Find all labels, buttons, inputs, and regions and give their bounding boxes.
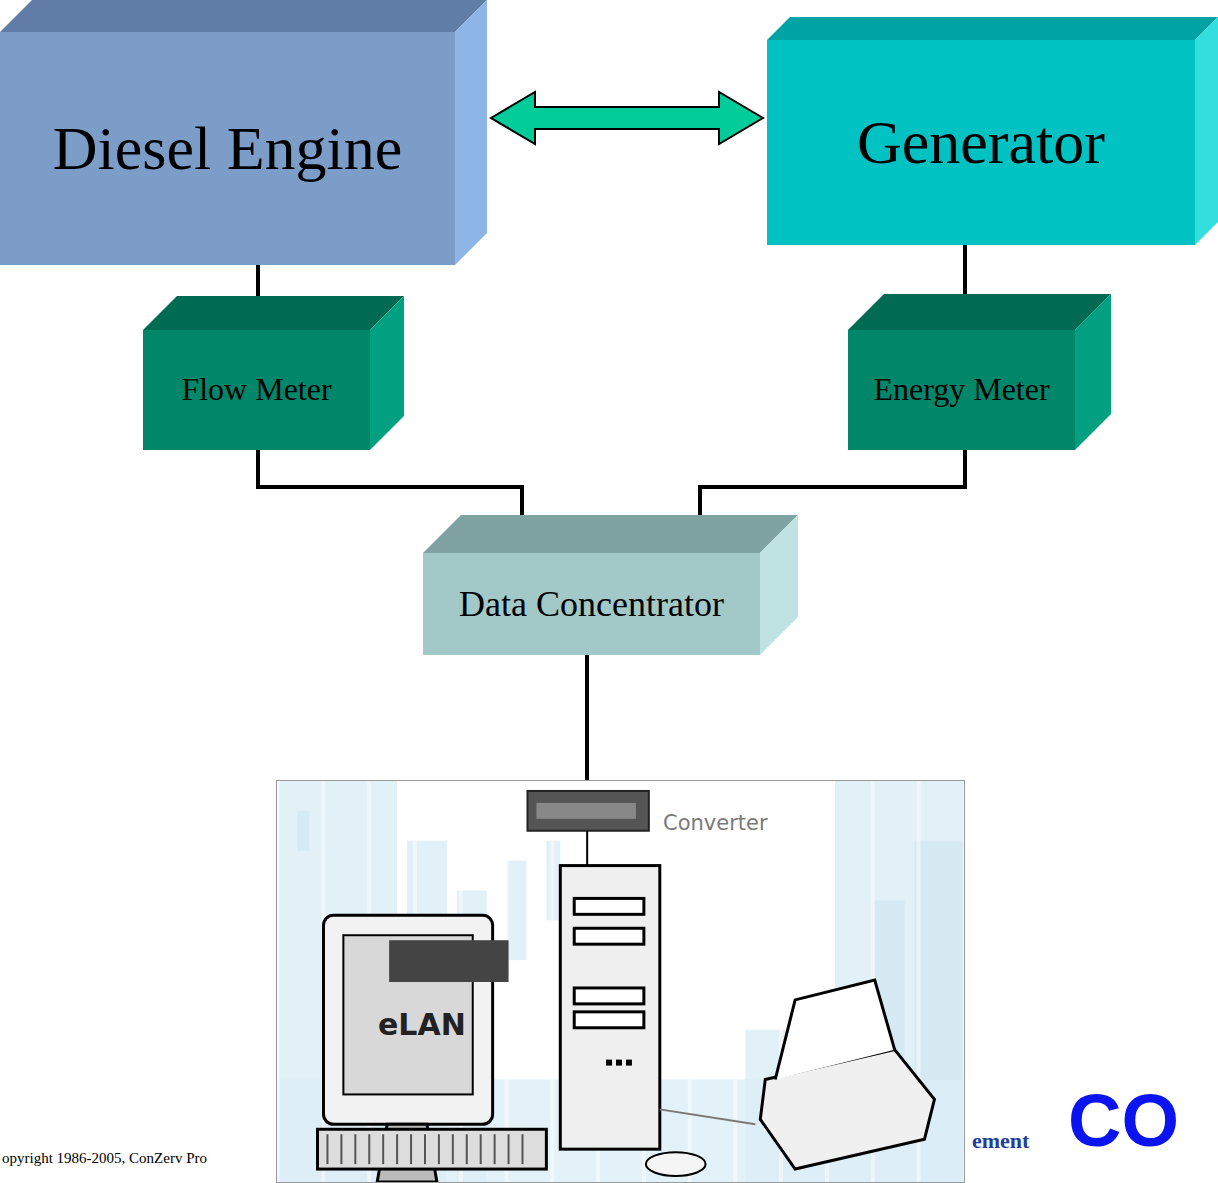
footer-text: ement <box>972 1128 1029 1154</box>
connector <box>587 655 588 780</box>
meter-box: Flow Meter <box>143 330 370 450</box>
connector <box>700 450 965 517</box>
box-side-face <box>455 0 487 265</box>
box-top-face <box>143 296 404 330</box>
node-label: Diesel Engine <box>53 112 403 185</box>
meter-box: Energy Meter <box>848 330 1075 450</box>
box-top-face <box>848 294 1111 330</box>
engine-box: Diesel Engine <box>0 32 455 265</box>
node-label: Converter <box>663 811 768 836</box>
box-side-face <box>1195 17 1218 245</box>
connector <box>965 245 966 296</box>
screen-logo: eLAN <box>378 1007 466 1042</box>
connector <box>258 450 522 517</box>
box-top-face <box>423 515 798 553</box>
box-top-face <box>767 17 1218 40</box>
computer-panel: Converter <box>276 780 965 1183</box>
company-logo: CO <box>1068 1078 1179 1163</box>
concentrator-box: Data Concentrator <box>423 553 760 655</box>
generator-box: Generator <box>767 40 1195 245</box>
copyright-note: opyright 1986-2005, ConZerv Pro <box>2 1150 207 1167</box>
box-side-face <box>370 296 404 450</box>
computer-illustration <box>277 781 964 1182</box>
node-label: Data Concentrator <box>459 583 724 625</box>
connector <box>258 265 259 298</box>
connector <box>491 92 763 144</box>
node-label: Flow Meter <box>181 371 331 409</box>
node-label: Generator <box>857 106 1105 179</box>
box-side-face <box>760 515 798 655</box>
box-top-face <box>0 0 487 32</box>
box-side-face <box>1075 294 1111 450</box>
node-label: Energy Meter <box>873 371 1049 409</box>
